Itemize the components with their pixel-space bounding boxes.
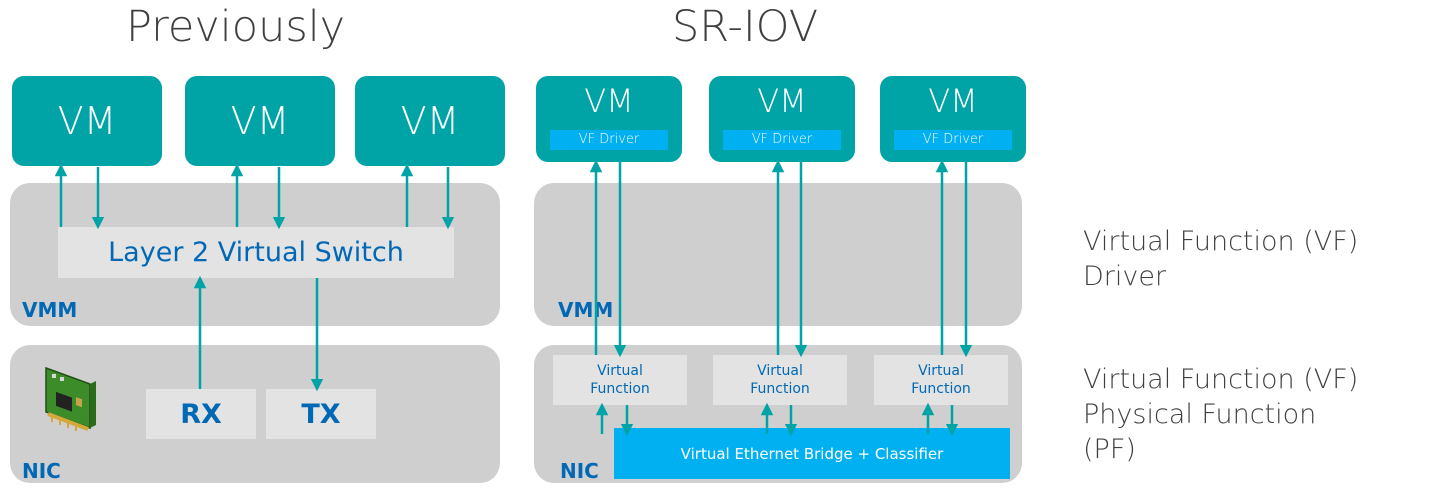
left-vm-2: VM xyxy=(185,76,335,166)
virtual-ethernet-bridge: Virtual Ethernet Bridge + Classifier xyxy=(614,428,1010,479)
legend-line-3: Virtual Function (VF) xyxy=(1083,364,1359,395)
virtual-function-1: Virtual Function xyxy=(553,355,687,405)
previously-title: Previously xyxy=(126,2,346,52)
legend-vf-pf: Virtual Function (VF) Physical Function … xyxy=(1083,362,1358,467)
right-vm-3: VM VF Driver xyxy=(880,76,1026,162)
right-vm-3-label: VM xyxy=(928,82,978,120)
rx-box: RX xyxy=(146,389,256,439)
right-vm-2: VM VF Driver xyxy=(709,76,855,162)
layer2-virtual-switch: Layer 2 Virtual Switch xyxy=(58,227,454,278)
nic-card-icon xyxy=(40,366,106,436)
right-vm-1: VM VF Driver xyxy=(536,76,682,162)
sriov-title: SR-IOV xyxy=(672,2,819,52)
left-vm-1: VM xyxy=(12,76,162,166)
vf-driver-2: VF Driver xyxy=(723,130,841,150)
tx-box: TX xyxy=(266,389,376,439)
left-vm-3: VM xyxy=(355,76,505,166)
legend-line-2: Driver xyxy=(1083,261,1167,292)
right-vm-2-label: VM xyxy=(757,82,807,120)
right-vm-1-label: VM xyxy=(584,82,634,120)
vf-driver-1: VF Driver xyxy=(550,130,668,150)
virtual-function-2: Virtual Function xyxy=(713,355,847,405)
legend-line-1: Virtual Function (VF) xyxy=(1083,226,1359,257)
legend-line-4: Physical Function xyxy=(1083,399,1317,430)
virtual-function-3: Virtual Function xyxy=(874,355,1008,405)
legend-vf-driver: Virtual Function (VF) Driver xyxy=(1083,224,1358,294)
left-vmm-label: VMM xyxy=(22,298,78,322)
right-vmm-label: VMM xyxy=(558,298,614,322)
vf-driver-3: VF Driver xyxy=(894,130,1012,150)
left-nic-label: NIC xyxy=(22,459,61,483)
right-nic-label: NIC xyxy=(560,459,599,483)
legend-line-5: (PF) xyxy=(1083,434,1136,465)
